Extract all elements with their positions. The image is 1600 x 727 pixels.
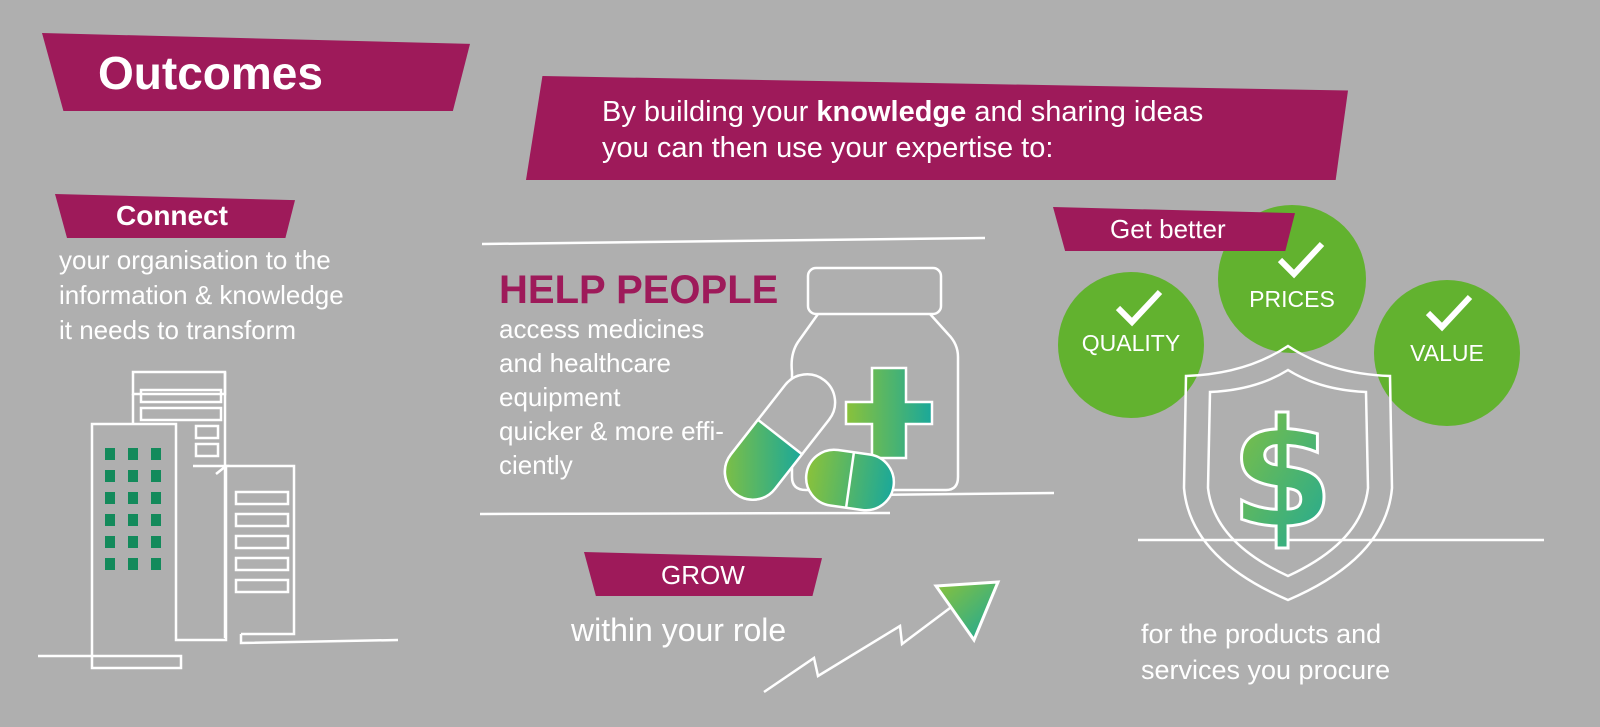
checkmark-icon <box>1115 289 1163 327</box>
connect-banner <box>55 194 295 238</box>
intro-line-1: By building your knowledge and sharing i… <box>602 96 1204 128</box>
intro-banner <box>526 76 1348 180</box>
buildings-icon <box>38 370 399 670</box>
better-line: for the products and <box>1141 619 1382 649</box>
prices-label: PRICES <box>1249 286 1335 312</box>
shield-dollar-icon: $ <box>1138 344 1544 602</box>
quality-label: QUALITY <box>1081 330 1181 356</box>
connect-line: it needs to transform <box>59 315 296 345</box>
growth-arrow-icon <box>763 580 1001 694</box>
connect-line: information & knowledge <box>59 280 344 310</box>
help-line: access medicines <box>499 314 705 344</box>
checkmark-icon <box>1277 241 1325 279</box>
quality-circle <box>1058 272 1204 418</box>
grow-description: within your role <box>571 612 787 648</box>
connect-description: your organisation to the information & k… <box>59 243 344 348</box>
help-line: ciently <box>499 450 573 480</box>
better-line: services you procure <box>1141 655 1391 685</box>
intro-text: By building your knowledge and sharing i… <box>602 94 1203 166</box>
grow-heading: GROW <box>661 560 745 590</box>
help-line: and healthcare <box>499 348 672 378</box>
intro-line-2: you can then use your expertise to: <box>602 132 1054 164</box>
page-title: Outcomes <box>98 47 323 99</box>
value-label: VALUE <box>1410 340 1484 366</box>
value-circle <box>1374 280 1520 426</box>
connect-line: your organisation to the <box>59 245 331 275</box>
medicine-bottle-icon <box>479 266 1055 516</box>
cross-icon <box>844 366 934 460</box>
checkmark-icon <box>1425 294 1473 332</box>
get-better-banner <box>1053 207 1295 251</box>
svg-text:$: $ <box>1230 388 1334 562</box>
help-description: access medicines and healthcare equipmen… <box>499 312 724 482</box>
grow-banner <box>584 552 822 596</box>
help-heading: HELP PEOPLE <box>499 268 779 312</box>
connect-heading: Connect <box>116 200 228 231</box>
divider-line <box>481 236 986 246</box>
outcomes-banner <box>42 33 470 111</box>
get-better-heading: Get better <box>1110 214 1226 244</box>
help-line: equipment <box>499 382 621 412</box>
help-line: quicker & more effi- <box>499 416 724 446</box>
better-description: for the products and services you procur… <box>1141 616 1390 688</box>
